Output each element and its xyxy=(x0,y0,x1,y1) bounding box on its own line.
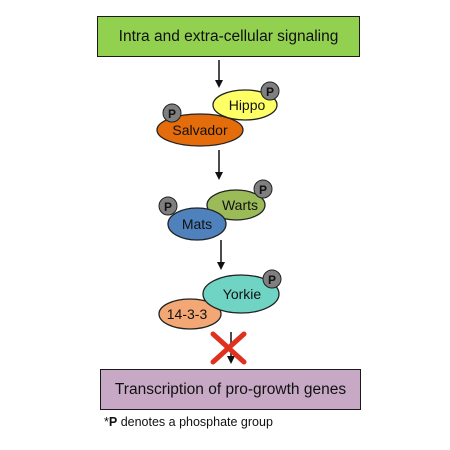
hippo-label: Hippo xyxy=(229,97,266,113)
phosphate-icon: P xyxy=(158,196,178,216)
signaling-box: Intra and extra-cellular signaling xyxy=(97,16,360,57)
phosphate-icon: P xyxy=(260,81,280,101)
hippo-salvador-complex: Hippo Salvador P P xyxy=(156,81,280,147)
mats-label: Mats xyxy=(182,216,212,232)
footnote: *P denotes a phosphate group xyxy=(104,415,273,429)
svg-text:P: P xyxy=(164,200,172,214)
footnote-prefix: * xyxy=(104,415,109,429)
phosphate-icon: P xyxy=(253,179,273,199)
14-3-3-protein xyxy=(158,298,222,330)
warts-protein xyxy=(206,189,266,221)
hippo-protein xyxy=(212,89,278,121)
footnote-rest: denotes a phosphate group xyxy=(117,415,273,429)
signaling-box-label: Intra and extra-cellular signaling xyxy=(118,27,339,45)
yorkie-label: Yorkie xyxy=(223,286,262,302)
svg-text:P: P xyxy=(168,107,176,121)
mats-protein xyxy=(167,207,227,241)
svg-text:P: P xyxy=(266,85,274,99)
warts-mats-complex: Warts Mats P P xyxy=(158,179,273,241)
transcription-box: Transcription of pro-growth genes xyxy=(100,369,361,410)
footnote-bold-p: P xyxy=(108,415,118,429)
salvador-protein xyxy=(156,113,244,147)
svg-text:P: P xyxy=(259,183,267,197)
svg-text:P: P xyxy=(268,273,276,287)
phosphate-icon: P xyxy=(262,269,282,289)
14-3-3-label: 14-3-3 xyxy=(167,306,208,322)
warts-label: Warts xyxy=(222,197,258,213)
red-x-icon xyxy=(210,331,247,365)
yorkie-protein xyxy=(202,274,280,314)
transcription-box-label: Transcription of pro-growth genes xyxy=(114,380,347,398)
phosphate-icon: P xyxy=(162,103,182,123)
yorkie-1433-complex: Yorkie 14-3-3 P xyxy=(158,269,282,330)
salvador-label: Salvador xyxy=(172,122,228,138)
